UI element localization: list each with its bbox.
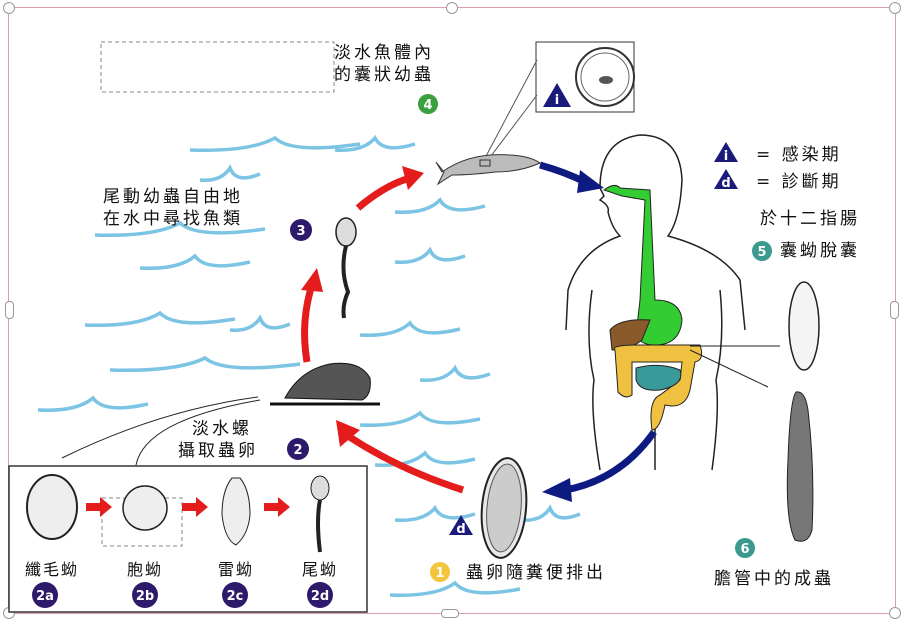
wave [189, 135, 361, 152]
svg-text:1: 1 [435, 566, 444, 581]
stage3-label-line1: 尾動幼蟲自由地 [103, 187, 243, 207]
stage4-label-line2: 的囊狀幼蟲 [334, 65, 434, 85]
stage3-badge: 3 [290, 219, 312, 241]
resize-handle-left[interactable] [5, 301, 14, 319]
pointer-line-bile-duct [689, 349, 769, 388]
stage5-label-line2: 囊蚴脫囊 [780, 241, 860, 261]
resize-handle-bottom[interactable] [441, 609, 459, 618]
svg-text:2a: 2a [36, 589, 54, 604]
water-waves [37, 134, 581, 597]
wave [109, 355, 301, 372]
human-body [565, 134, 746, 471]
svg-text:2c: 2c [227, 589, 244, 604]
svg-text:3: 3 [296, 224, 305, 239]
stage6-badge: 6 [735, 538, 755, 558]
redia-illustration [221, 477, 251, 546]
digestive-system [602, 184, 703, 431]
svg-text:2d: 2d [311, 589, 329, 604]
wave [199, 164, 261, 182]
legend-infective-label: = 感染期 [756, 145, 842, 165]
stage1-badge: 1 [430, 562, 450, 582]
sporocyst-illustration [122, 485, 168, 531]
stage2-label-line2: 攝取蟲卵 [178, 441, 258, 461]
stage4-label-line1: 淡水魚體內 [334, 43, 434, 63]
wave [84, 310, 236, 327]
wave [229, 314, 291, 332]
egg-illustration: d [449, 457, 528, 559]
svg-text:5: 5 [757, 245, 766, 260]
legend: i = 感染期 d = 診斷期 [714, 142, 842, 192]
resize-handle-right[interactable] [890, 301, 899, 319]
substage-label: 雷蚴 [218, 560, 254, 579]
wave [394, 197, 486, 214]
svg-text:i: i [724, 149, 728, 164]
svg-text:d: d [721, 176, 730, 191]
svg-text:6: 6 [740, 542, 749, 557]
wave [394, 246, 466, 264]
fish-illustration [435, 154, 542, 186]
wave [419, 364, 491, 382]
substage-label: 尾蚴 [302, 560, 338, 579]
svg-text:2b: 2b [136, 589, 154, 604]
wave [359, 410, 481, 427]
pointer-line-snail [61, 396, 259, 459]
snail-illustration [270, 362, 380, 406]
resize-handle-bottom-right[interactable] [889, 607, 901, 619]
stage2-label-line1: 淡水螺 [192, 419, 252, 439]
wave [139, 253, 251, 270]
resize-handle-top-left[interactable] [3, 2, 15, 14]
wave [519, 504, 581, 522]
svg-text:d: d [456, 522, 465, 537]
stage5-label-line1: 於十二指腸 [760, 209, 860, 229]
infective-stage-icon [714, 142, 738, 162]
substage-badge: 2b [132, 582, 158, 608]
cycle-arrows [301, 161, 657, 502]
resize-handle-top[interactable] [446, 2, 458, 14]
wave [37, 395, 149, 412]
cercaria-small-illustration [310, 475, 330, 501]
empty-text-box[interactable] [100, 41, 335, 93]
miracidium-illustration [26, 474, 78, 540]
wave [334, 134, 416, 152]
svg-text:i: i [555, 93, 559, 108]
wave [389, 580, 521, 597]
legend-diagnostic-label: = 診斷期 [756, 172, 842, 192]
wave [359, 320, 461, 337]
diagnostic-stage-icon [449, 515, 473, 535]
cyst-inset: i [483, 41, 635, 161]
stage3-label-line2: 在水中尋找魚類 [103, 209, 243, 229]
cercaria-illustration [335, 217, 357, 319]
substage-label: 胞蚴 [127, 560, 163, 579]
svg-text:2: 2 [293, 443, 302, 458]
adult-worm [786, 391, 814, 542]
stage6-label: 膽管中的成蟲 [714, 569, 834, 589]
pointer-line-snail-2 [135, 399, 261, 466]
substage-badge: 2a [32, 582, 58, 608]
diagnostic-stage-icon [714, 169, 738, 189]
stage5-badge: 5 [752, 241, 772, 261]
substage-label: 纖毛蚴 [25, 560, 79, 579]
stage1-label: 蟲卵隨糞便排出 [466, 563, 606, 583]
stage2-badge: 2 [287, 438, 309, 460]
stage4-badge: 4 [418, 94, 438, 114]
snail-stages-inset [8, 465, 368, 613]
wave [94, 220, 266, 237]
wave [394, 504, 476, 522]
excysted-metacercaria [788, 281, 820, 371]
substage-badge: 2c [222, 582, 248, 608]
svg-text:4: 4 [423, 98, 432, 113]
resize-handle-top-right[interactable] [889, 2, 901, 14]
infective-stage-icon [543, 83, 571, 107]
substage-badge: 2d [307, 582, 333, 608]
